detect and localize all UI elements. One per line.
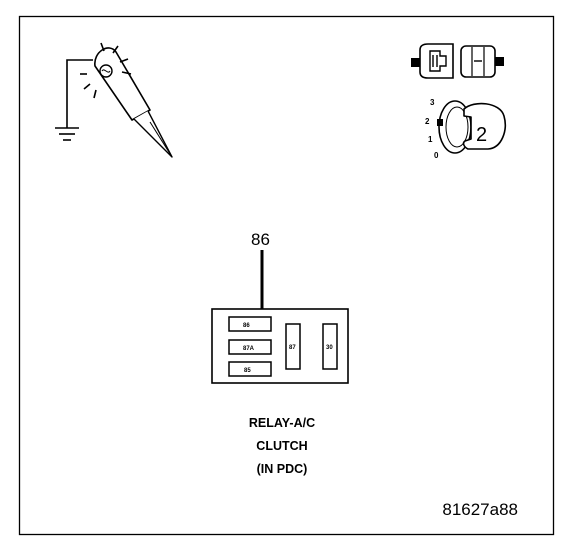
figure-frame <box>18 15 555 536</box>
lamp-light-rays-icon <box>80 42 132 99</box>
relay-pin-87 <box>285 323 301 370</box>
relay-pin-87a-label: 87A <box>243 346 255 352</box>
relay-block: 86 87A 85 87 30 <box>211 308 349 384</box>
relay-pin-86 <box>228 316 272 332</box>
test-light-probe-icon <box>55 42 173 158</box>
ignition-scale-1: 1 <box>428 135 433 144</box>
probe-body <box>94 47 151 121</box>
relay-pin-87a <box>228 339 272 355</box>
ignition-scale-3: 3 <box>430 98 435 107</box>
ignition-position-marker <box>437 119 443 126</box>
connector-disconnected-icon <box>411 43 504 79</box>
relay-pin-30 <box>322 323 338 370</box>
relay-pin-30-label: 30 <box>326 345 333 351</box>
relay-pin-86-label: 86 <box>243 323 250 329</box>
relay-pin-87-label: 87 <box>289 345 296 351</box>
relay-pin-85-label: 85 <box>244 368 251 374</box>
caption-line-3: (IN PDC) <box>257 462 308 476</box>
ignition-switch-icon: 3 2 1 0 2 <box>425 98 506 160</box>
ground-lead-wire <box>66 59 93 128</box>
ignition-scale-0: 0 <box>434 151 439 160</box>
probe-tip <box>133 110 173 158</box>
figure-id: 81627a88 <box>442 500 518 519</box>
ground-symbol-icon <box>55 127 79 141</box>
ignition-position-value: 2 <box>476 124 487 146</box>
pointer-label: 86 <box>251 230 270 249</box>
relay-pin-85 <box>228 361 272 377</box>
ignition-scale-2: 2 <box>425 117 430 126</box>
caption-line-1: RELAY-A/C <box>249 416 315 430</box>
caption-line-2: CLUTCH <box>256 439 307 453</box>
